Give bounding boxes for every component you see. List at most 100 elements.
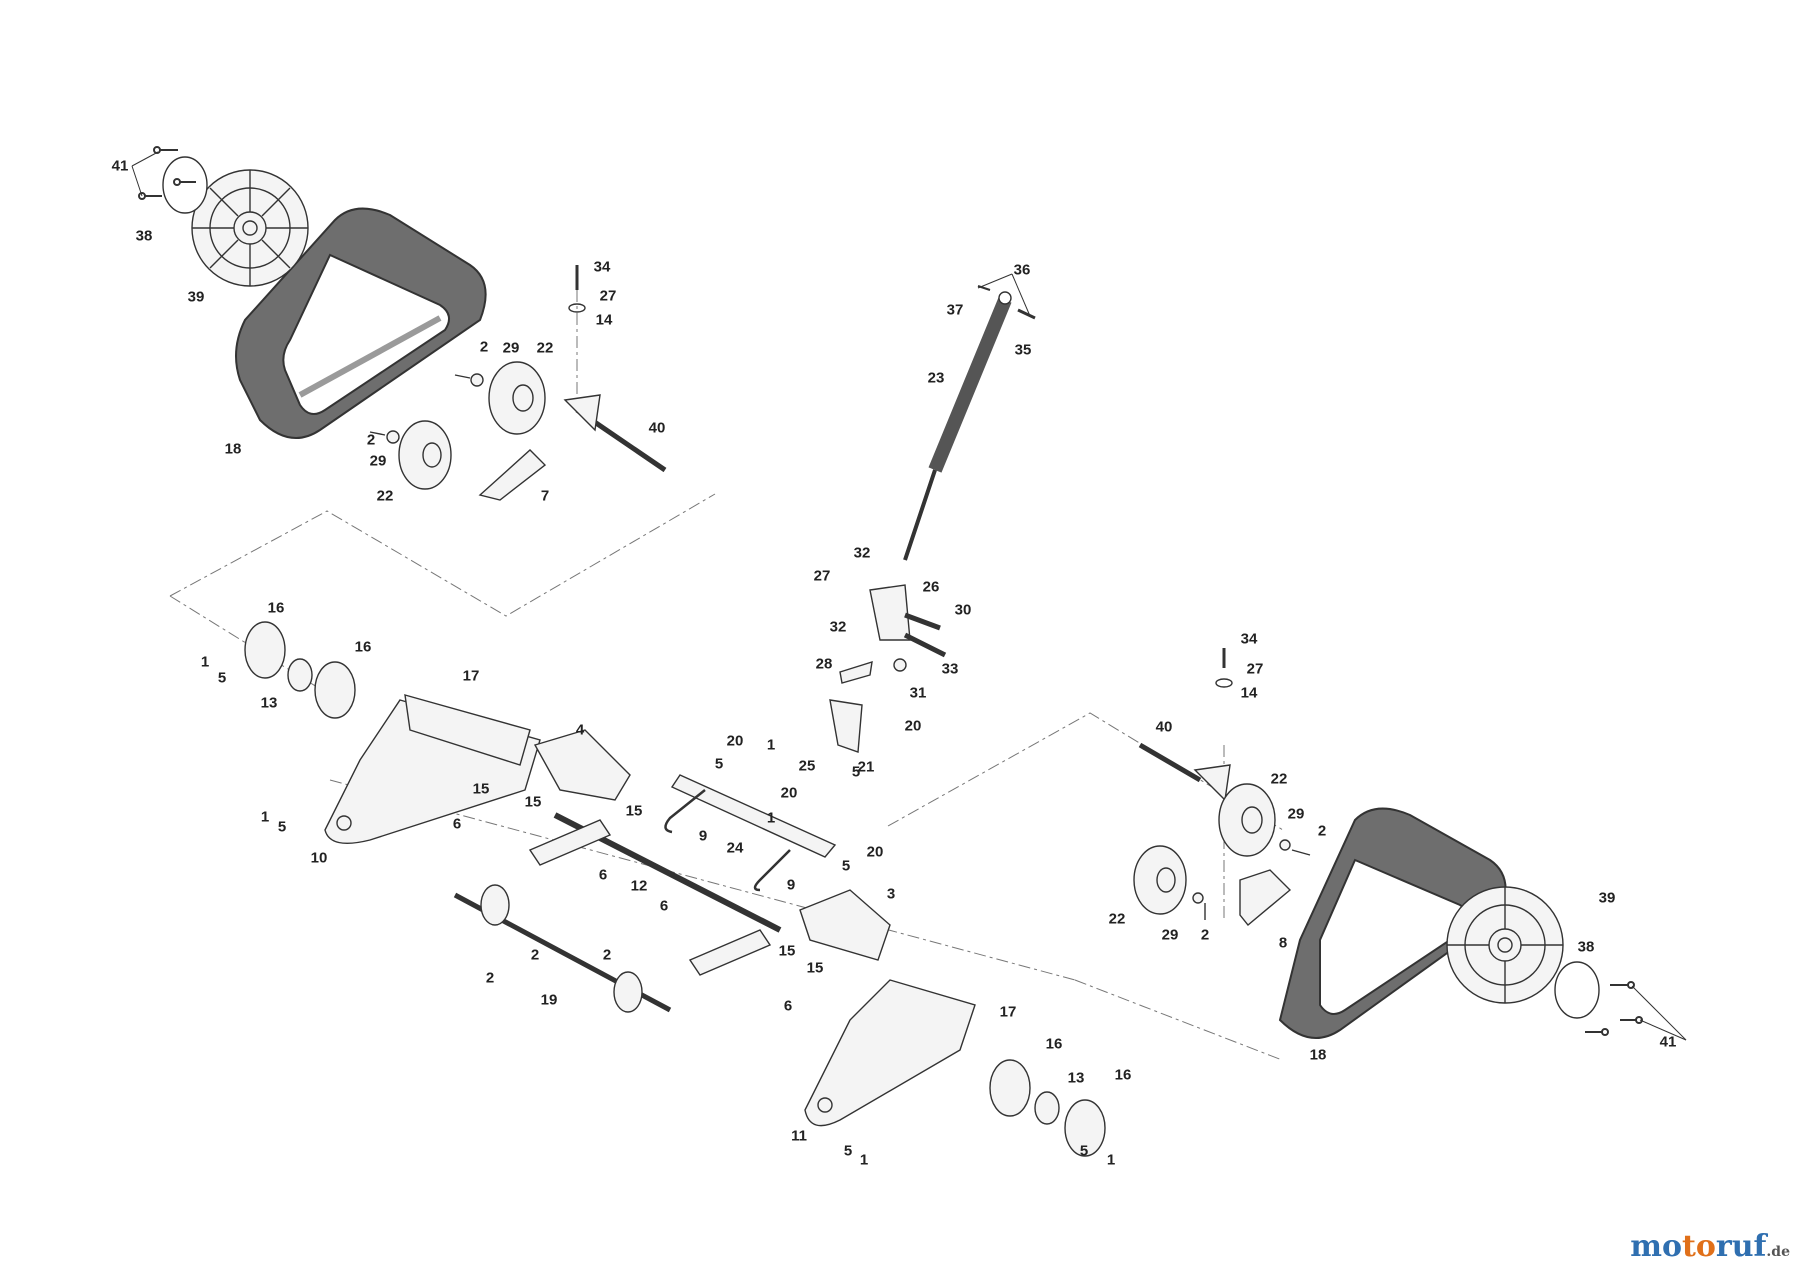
callout-1: 1: [1106, 1151, 1116, 1169]
callout-29: 29: [369, 452, 387, 470]
callout-12: 12: [630, 877, 648, 895]
callout-16: 16: [1045, 1035, 1063, 1053]
callout-4: 4: [575, 721, 585, 739]
right-washer-plate: [1554, 961, 1600, 1019]
callout-23: 23: [927, 369, 945, 387]
callout-29: 29: [502, 339, 520, 357]
hooks-9: [664, 789, 791, 892]
callout-5: 5: [277, 818, 287, 836]
callout-7: 7: [540, 487, 550, 505]
callout-2: 2: [602, 946, 612, 964]
callout-41: 41: [1659, 1033, 1677, 1051]
callout-9: 9: [786, 876, 796, 894]
callout-34: 34: [1240, 630, 1258, 648]
callout-22: 22: [536, 339, 554, 357]
left-bearings: [244, 621, 356, 719]
right-screws: [1585, 981, 1643, 1036]
callout-16: 16: [354, 638, 372, 656]
left-drive-wheel: [191, 169, 309, 287]
callout-11: 11: [791, 1127, 807, 1145]
callout-34: 34: [593, 258, 611, 276]
callout-10: 10: [310, 849, 328, 867]
shaft-19: [453, 884, 672, 1013]
callout-5: 5: [851, 763, 861, 781]
gas-strut: [903, 285, 1036, 561]
callout-16: 16: [1114, 1066, 1132, 1084]
callout-26: 26: [922, 578, 940, 596]
right-drive-wheel: [1446, 886, 1564, 1004]
callout-18: 18: [1309, 1046, 1327, 1064]
callout-5: 5: [217, 669, 227, 687]
callout-15: 15: [778, 942, 796, 960]
callout-40: 40: [648, 419, 666, 437]
callout-6: 6: [783, 997, 793, 1015]
callout-5: 5: [843, 1142, 853, 1160]
callout-21: 21: [857, 758, 875, 776]
left-washer-plate: [162, 156, 208, 214]
callout-15: 15: [524, 793, 542, 811]
callout-2: 2: [530, 946, 540, 964]
callout-20: 20: [726, 732, 744, 750]
callout-2: 2: [1317, 822, 1327, 840]
callout-39: 39: [187, 288, 205, 306]
callout-22: 22: [376, 487, 394, 505]
callout-2: 2: [1200, 926, 1210, 944]
callout-13: 13: [1067, 1069, 1085, 1087]
callout-36: 36: [1013, 261, 1031, 279]
right-idler-axle: [1138, 648, 1233, 802]
strut-bracket-26: [869, 584, 947, 658]
callout-25: 25: [798, 757, 816, 775]
callout-6: 6: [452, 815, 462, 833]
callout-17: 17: [462, 667, 480, 685]
right-bearings: [989, 1059, 1106, 1157]
motoruf-logo: motoruf.de: [1630, 1229, 1790, 1264]
callout-22: 22: [1108, 910, 1126, 928]
right-bracket-8: [1239, 869, 1292, 926]
callout-1: 1: [859, 1151, 869, 1169]
callout-1: 1: [766, 736, 776, 754]
callout-27: 27: [1246, 660, 1264, 678]
callout-9: 9: [698, 827, 708, 845]
callout-20: 20: [904, 717, 922, 735]
callout-28: 28: [815, 655, 833, 673]
callout-27: 27: [599, 287, 617, 305]
link-28-spring-31: [839, 658, 907, 684]
callout-13: 13: [260, 694, 278, 712]
callout-20: 20: [866, 843, 884, 861]
callout-41: 41: [111, 157, 129, 175]
frame-plate-right: [804, 979, 976, 1127]
callout-15: 15: [472, 780, 490, 798]
callout-30: 30: [954, 601, 972, 619]
callout-19: 19: [540, 991, 558, 1009]
callout-5: 5: [714, 755, 724, 773]
leader-lines: [131, 151, 1687, 1041]
side-plate-bracket: [404, 694, 531, 766]
left-idler-axle: [563, 265, 667, 473]
callout-20: 20: [780, 784, 798, 802]
callout-6: 6: [598, 866, 608, 884]
callout-31: 31: [909, 684, 927, 702]
callout-2: 2: [366, 431, 376, 449]
callout-27: 27: [813, 567, 831, 585]
callout-1: 1: [260, 808, 270, 826]
bracket-21: [829, 699, 863, 753]
callout-15: 15: [625, 802, 643, 820]
callout-14: 14: [1240, 684, 1258, 702]
callout-1: 1: [766, 809, 776, 827]
callout-40: 40: [1155, 718, 1173, 736]
guard-4: [533, 729, 631, 801]
callout-2: 2: [479, 338, 489, 356]
callout-38: 38: [135, 227, 153, 245]
callout-29: 29: [1287, 805, 1305, 823]
callout-29: 29: [1161, 926, 1179, 944]
callout-32: 32: [829, 618, 847, 636]
callout-32: 32: [853, 544, 871, 562]
callout-35: 35: [1014, 341, 1032, 359]
callout-1: 1: [200, 653, 210, 671]
callout-24: 24: [726, 839, 744, 857]
right-idler-wheels: [1133, 783, 1311, 920]
callout-37: 37: [946, 301, 964, 319]
callout-38: 38: [1577, 938, 1595, 956]
